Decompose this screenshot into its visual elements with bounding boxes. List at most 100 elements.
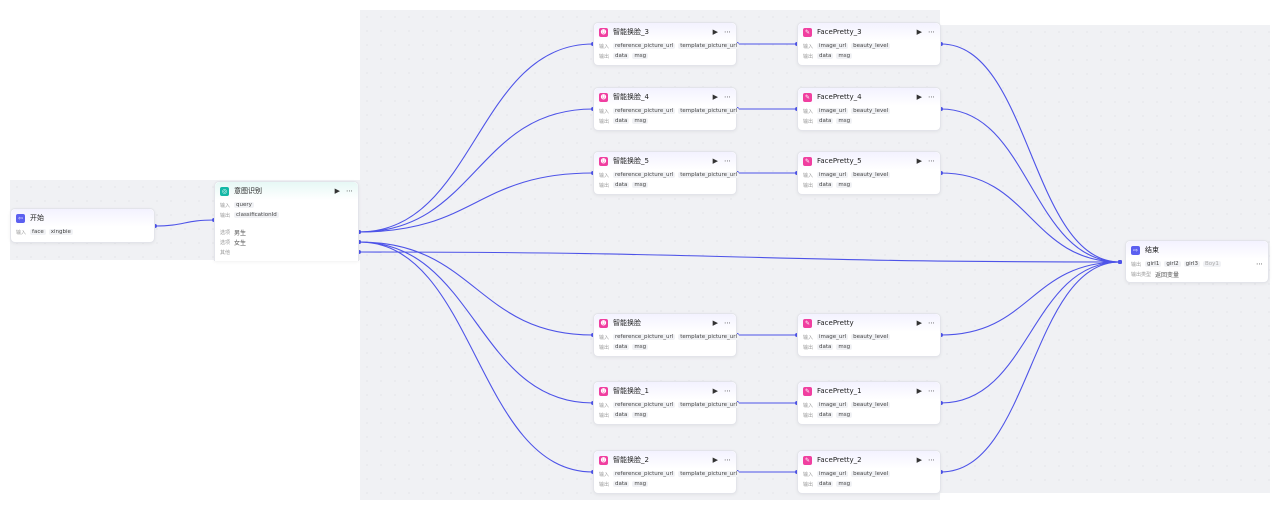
more-icon[interactable]: ⋯ [928, 387, 935, 395]
run-icon[interactable]: ▶ [712, 387, 718, 395]
edge[interactable] [940, 172, 1121, 263]
beauty-icon: ✎ [803, 27, 812, 37]
run-icon[interactable]: ▶ [916, 93, 922, 101]
run-icon[interactable]: ▶ [712, 157, 718, 165]
label: 输出 [803, 118, 814, 125]
run-icon[interactable]: ▶ [916, 28, 922, 36]
run-icon[interactable]: ▶ [916, 319, 922, 327]
label: 输出 [599, 481, 610, 488]
run-icon[interactable]: ▶ [916, 456, 922, 464]
var-tag: girl3 [1183, 261, 1200, 267]
more-icon[interactable]: ⋯ [928, 319, 935, 327]
more-icon[interactable]: ⋯ [724, 319, 731, 327]
end-icon: ⇨ [1131, 245, 1140, 255]
beauty-icon: ✎ [803, 455, 812, 465]
node-title: FacePretty_4 [817, 93, 862, 101]
run-icon[interactable]: ▶ [916, 387, 922, 395]
edge[interactable] [940, 261, 1121, 404]
label: 输入 [599, 471, 610, 478]
label: 输入 [803, 43, 814, 50]
more-icon[interactable]: ⋯ [724, 93, 731, 101]
more-icon[interactable]: ⋯ [724, 28, 731, 36]
node-title: 智能换脸_2 [613, 456, 649, 464]
edge[interactable] [154, 219, 215, 227]
more-icon[interactable]: ⋯ [1256, 260, 1263, 268]
label: 输入 [803, 471, 814, 478]
var-tag: beauty_level [851, 402, 891, 408]
run-icon[interactable]: ▶ [334, 187, 340, 195]
edge[interactable] [940, 261, 1121, 473]
label: 输出 [220, 212, 231, 219]
node-title: FacePretty_2 [817, 456, 862, 464]
run-icon[interactable]: ▶ [916, 157, 922, 165]
edge[interactable] [358, 241, 594, 404]
beauty-icon: ✎ [803, 92, 812, 102]
var-tag: msg [836, 344, 853, 350]
var-tag: reference_picture_url [613, 43, 676, 49]
node-title: FacePretty_5 [817, 157, 862, 165]
var-tag: image_url [817, 402, 849, 408]
edge[interactable] [358, 241, 594, 473]
more-icon[interactable]: ⋯ [928, 456, 935, 464]
more-icon[interactable]: ⋯ [928, 93, 935, 101]
var-tag: Boy1 [1202, 261, 1221, 267]
port[interactable] [1118, 260, 1122, 264]
edge[interactable] [940, 43, 1121, 263]
more-icon[interactable]: ⋯ [346, 187, 353, 195]
var-tag: reference_picture_url [613, 172, 676, 178]
var-tag: image_url [817, 471, 849, 477]
edge[interactable] [940, 261, 1121, 336]
node-title: FacePretty_1 [817, 387, 862, 395]
label: 选项 [220, 239, 231, 246]
more-icon[interactable]: ⋯ [928, 28, 935, 36]
run-icon[interactable]: ▶ [712, 456, 718, 464]
var-tag: msg [632, 182, 649, 188]
edge[interactable] [358, 172, 594, 233]
node-title: 智能换脸_4 [613, 93, 649, 101]
label: 输入 [599, 334, 610, 341]
var-tag: template_picture_url [678, 471, 740, 477]
var-tag: template_picture_url [678, 402, 740, 408]
var-tag: xingbie [48, 229, 73, 235]
var-tag: beauty_level [851, 172, 891, 178]
node-title: 结束 [1145, 246, 1159, 254]
more-icon[interactable]: ⋯ [928, 157, 935, 165]
edge[interactable] [358, 43, 594, 233]
edge[interactable] [358, 108, 594, 233]
var-tag: msg [632, 412, 649, 418]
more-icon[interactable]: ⋯ [724, 157, 731, 165]
var-tag: msg [632, 344, 649, 350]
more-icon[interactable]: ⋯ [724, 456, 731, 464]
var-tag: girl2 [1164, 261, 1181, 267]
run-icon[interactable]: ▶ [712, 28, 718, 36]
node-title: FacePretty [817, 319, 854, 327]
label: 输出 [1131, 261, 1142, 268]
more-icon[interactable]: ⋯ [724, 387, 731, 395]
var-tag: data [817, 53, 834, 59]
node-title: 智能换脸 [613, 319, 641, 327]
var-tag: msg [632, 53, 649, 59]
edge[interactable] [358, 241, 594, 336]
node-title: 开始 [30, 214, 44, 222]
run-icon[interactable]: ▶ [712, 93, 718, 101]
edge[interactable] [940, 108, 1121, 263]
run-icon[interactable]: ▶ [712, 319, 718, 327]
var-tag: data [817, 344, 834, 350]
edge[interactable] [358, 251, 1121, 263]
option-value: 男生 [234, 229, 247, 237]
